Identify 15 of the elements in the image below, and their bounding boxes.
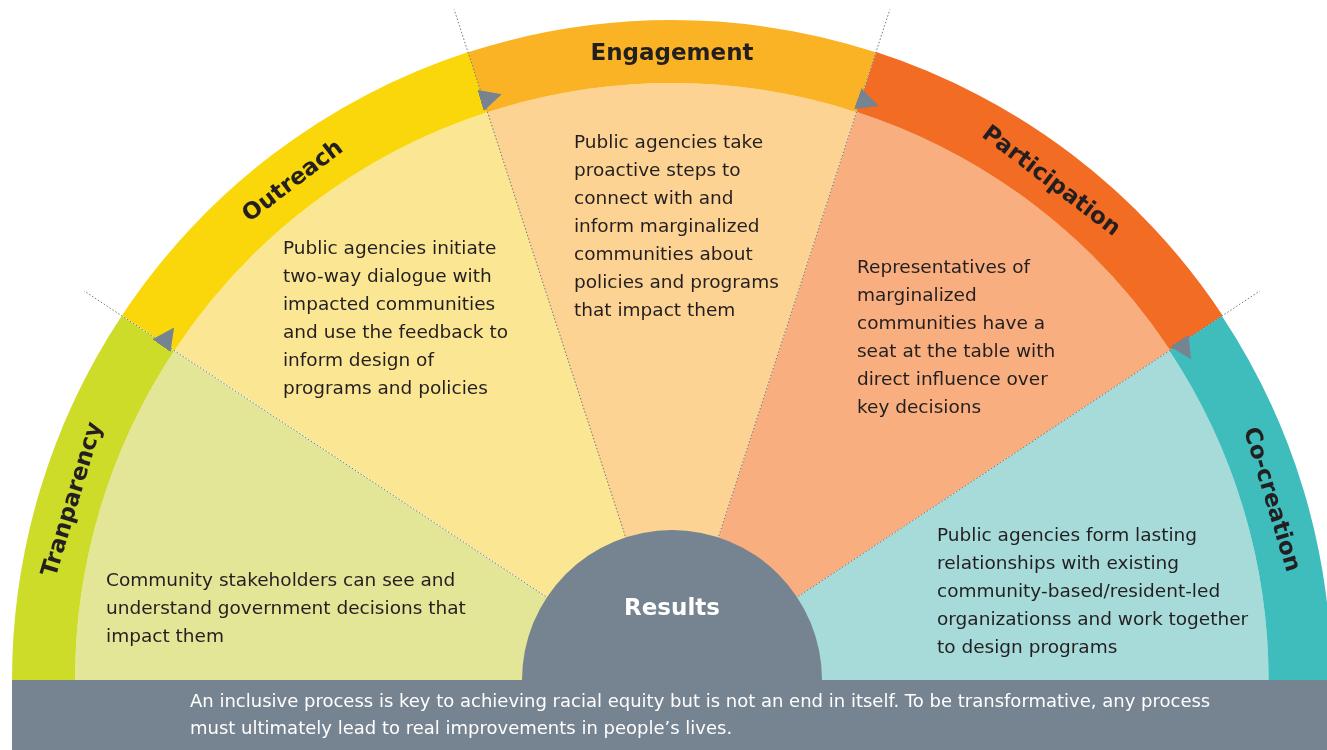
sector-segment — [795, 315, 1327, 680]
summary-text: An inclusive process is key to achieving racial equity but is not an end in itself. To be transformative, any process must ultimately lead to real improvements in people’s lives. — [190, 689, 1212, 740]
sector-segment — [12, 315, 549, 680]
stage-heading: Engagement — [590, 39, 754, 65]
stage-description: Public agencies initiate two-way dialogue with impacted communities and use the feedback to inform design of programs and policies — [283, 236, 509, 400]
progression-arrow — [854, 88, 879, 110]
stage-description: Public agencies form lasting relationships with existing community-based/resident-led organizationss and work together to design programs — [937, 524, 1249, 659]
stage-description: Community stakeholders can see and understand government decisions that impact them — [106, 568, 467, 648]
summary-bar — [12, 680, 1327, 750]
progression-arrow — [152, 327, 175, 352]
results-label: Results — [624, 594, 720, 620]
progression-arrow — [477, 90, 502, 112]
progression-arrow — [1169, 334, 1191, 360]
stage-description: Representatives of marginalized communities have a seat at the table with direct influence over key decisions — [857, 255, 1057, 419]
stage-description: Public agencies take proactive steps to connect with and inform marginalized communities about policies and programs that impact them — [574, 130, 780, 322]
